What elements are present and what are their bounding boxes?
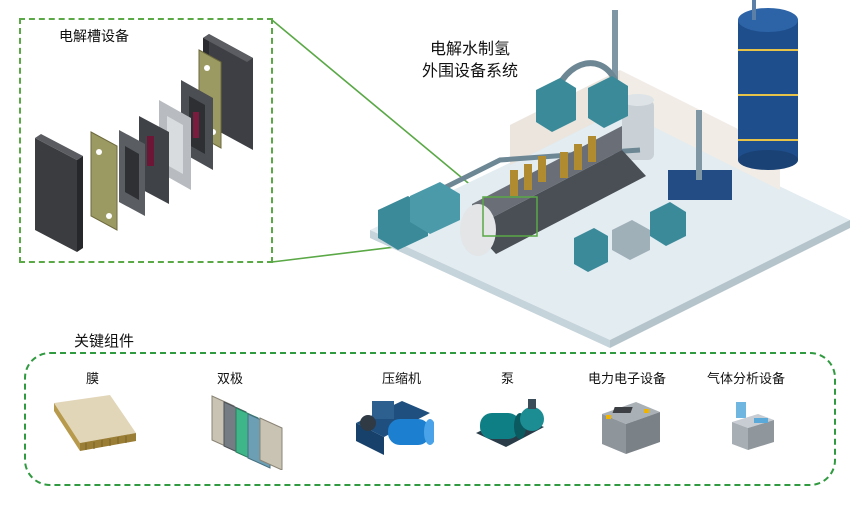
system-title-line1: 电解水制氢 bbox=[429, 39, 510, 58]
power-electronics-icon bbox=[602, 402, 660, 454]
electrolyzer-zoom-panel: 电解槽设备 bbox=[19, 18, 273, 263]
pump-icon bbox=[476, 399, 544, 447]
exploded-stack-illustration bbox=[35, 34, 253, 252]
component-label-bipolar: 双极 bbox=[217, 372, 244, 387]
component-label-compressor: 压缩机 bbox=[382, 372, 422, 387]
component-label-gas-analyzer: 气体分析设备 bbox=[707, 372, 786, 387]
bipolar-plate-icon bbox=[211, 395, 283, 470]
components-section-title: 关键组件 bbox=[74, 332, 135, 350]
component-label-power-electronics: 电力电子设备 bbox=[588, 372, 667, 387]
component-label-pump: 泵 bbox=[501, 372, 515, 387]
compressor-icon bbox=[356, 401, 434, 455]
system-title: 电解水制氢 外围设备系统 bbox=[400, 38, 540, 82]
membrane-icon bbox=[54, 395, 136, 451]
system-title-line2: 外围设备系统 bbox=[421, 61, 518, 80]
electrolyzer-title: 电解槽设备 bbox=[59, 29, 129, 45]
component-label-membrane: 膜 bbox=[86, 372, 100, 387]
gas-analyzer-icon bbox=[732, 402, 774, 450]
key-components-panel bbox=[24, 352, 836, 486]
hydrogen-plant-illustration bbox=[370, 0, 850, 348]
